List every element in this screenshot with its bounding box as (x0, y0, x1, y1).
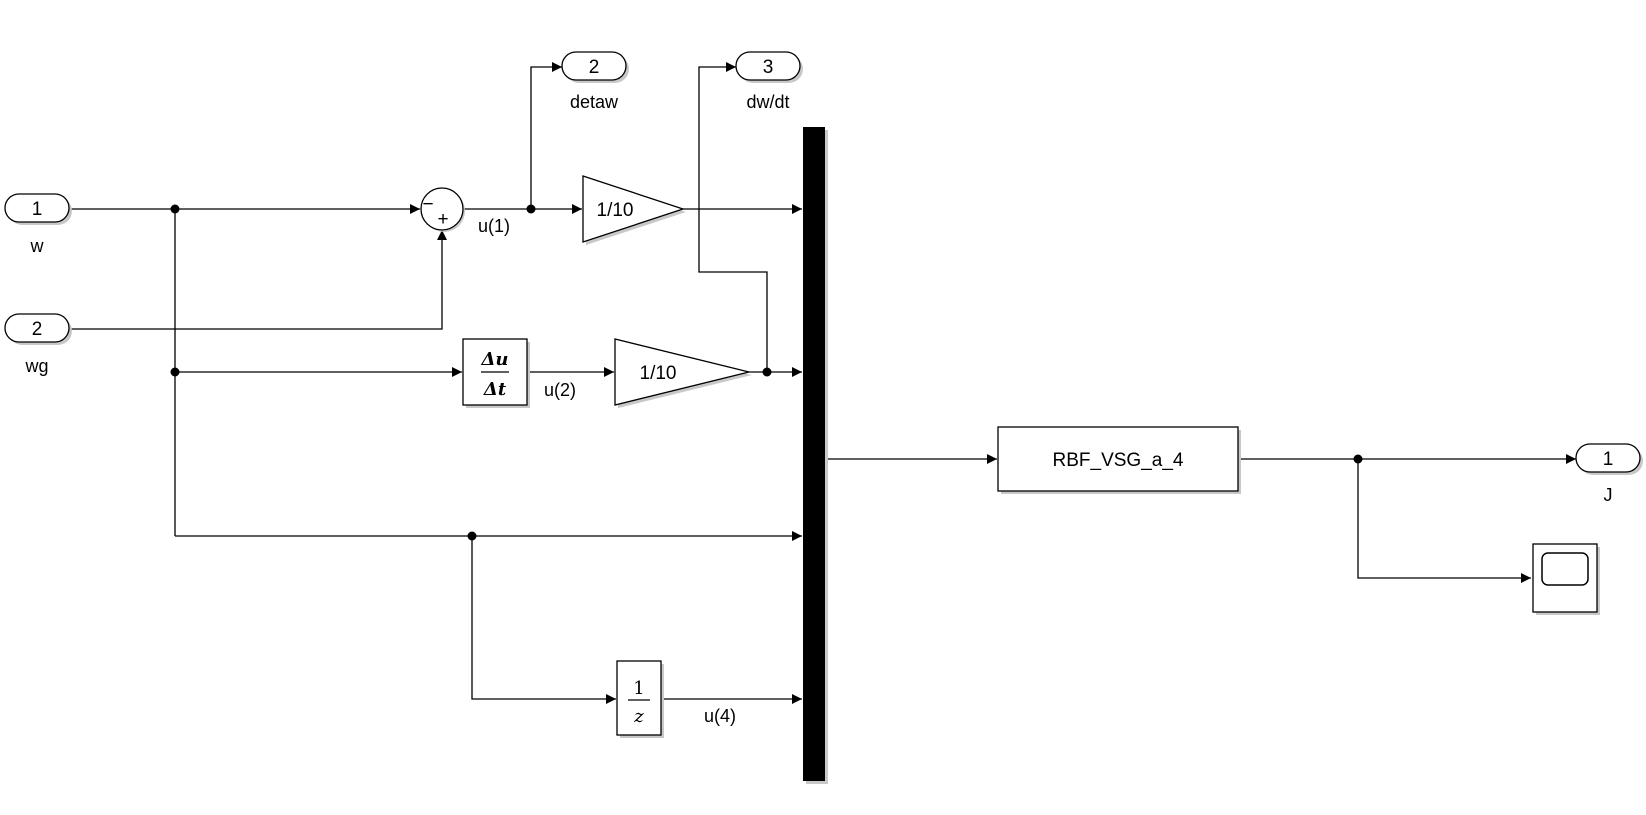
mux-block[interactable] (803, 127, 828, 784)
wire-wg-to-sum[interactable] (70, 230, 447, 330)
inport-w[interactable]: 1 w (4, 193, 72, 256)
outport-number: 3 (763, 57, 774, 78)
signal-label-u1: u(1) (478, 216, 510, 236)
outport-label: detaw (570, 92, 619, 112)
subsystem-block[interactable]: RBF_VSG_a_4 (997, 426, 1241, 494)
gain-block-1[interactable]: 1/10 (582, 175, 686, 245)
wire-to-dwdt[interactable] (698, 62, 768, 372)
scope-block[interactable] (1532, 543, 1600, 615)
outport-label: J (1604, 485, 1613, 505)
branch-point (526, 204, 536, 214)
outport-number: 1 (1603, 449, 1614, 470)
branch-point (170, 204, 180, 214)
branch-point (1353, 454, 1363, 464)
unit-delay-numerator: 1 (633, 678, 644, 699)
wire-to-unit-delay[interactable] (471, 536, 616, 704)
branch-points (170, 204, 1363, 541)
signal-label-u2: u(2) (544, 380, 576, 400)
derivative-denominator: Δt (483, 379, 507, 400)
unit-delay-block[interactable]: 1 z (616, 660, 664, 738)
sum-sign-minus: − (422, 194, 433, 215)
derivative-numerator: Δu (480, 349, 508, 370)
sum-block[interactable]: − + (420, 187, 465, 232)
wire-to-detaw[interactable] (530, 62, 562, 209)
outport-dwdt[interactable]: 3 dw/dt (735, 51, 803, 112)
inport-number: 1 (32, 199, 43, 220)
outport-j[interactable]: 1 J (1575, 443, 1643, 505)
wire-to-scope[interactable] (1357, 459, 1531, 583)
derivative-block[interactable]: Δu Δt (462, 338, 530, 408)
gain-label: 1/10 (597, 200, 634, 221)
scope-screen-icon (1541, 552, 1589, 586)
signal-lines (70, 62, 1576, 704)
subsystem-label: RBF_VSG_a_4 (1053, 450, 1184, 471)
signal-label-u4: u(4) (704, 706, 736, 726)
inport-number: 2 (32, 319, 43, 340)
branch-point (467, 531, 477, 541)
outport-number: 2 (589, 57, 600, 78)
inport-label: wg (24, 356, 48, 376)
outport-detaw[interactable]: 2 detaw (561, 51, 629, 112)
gain-block-2[interactable]: 1/10 (614, 338, 752, 408)
inport-label: w (30, 236, 45, 256)
gain-label: 1/10 (640, 363, 677, 384)
sum-sign-plus: + (437, 209, 448, 230)
branch-point (762, 367, 772, 377)
unit-delay-denominator: z (633, 706, 644, 727)
branch-point (170, 367, 180, 377)
inport-wg[interactable]: 2 wg (4, 313, 72, 376)
outport-label: dw/dt (746, 92, 789, 112)
